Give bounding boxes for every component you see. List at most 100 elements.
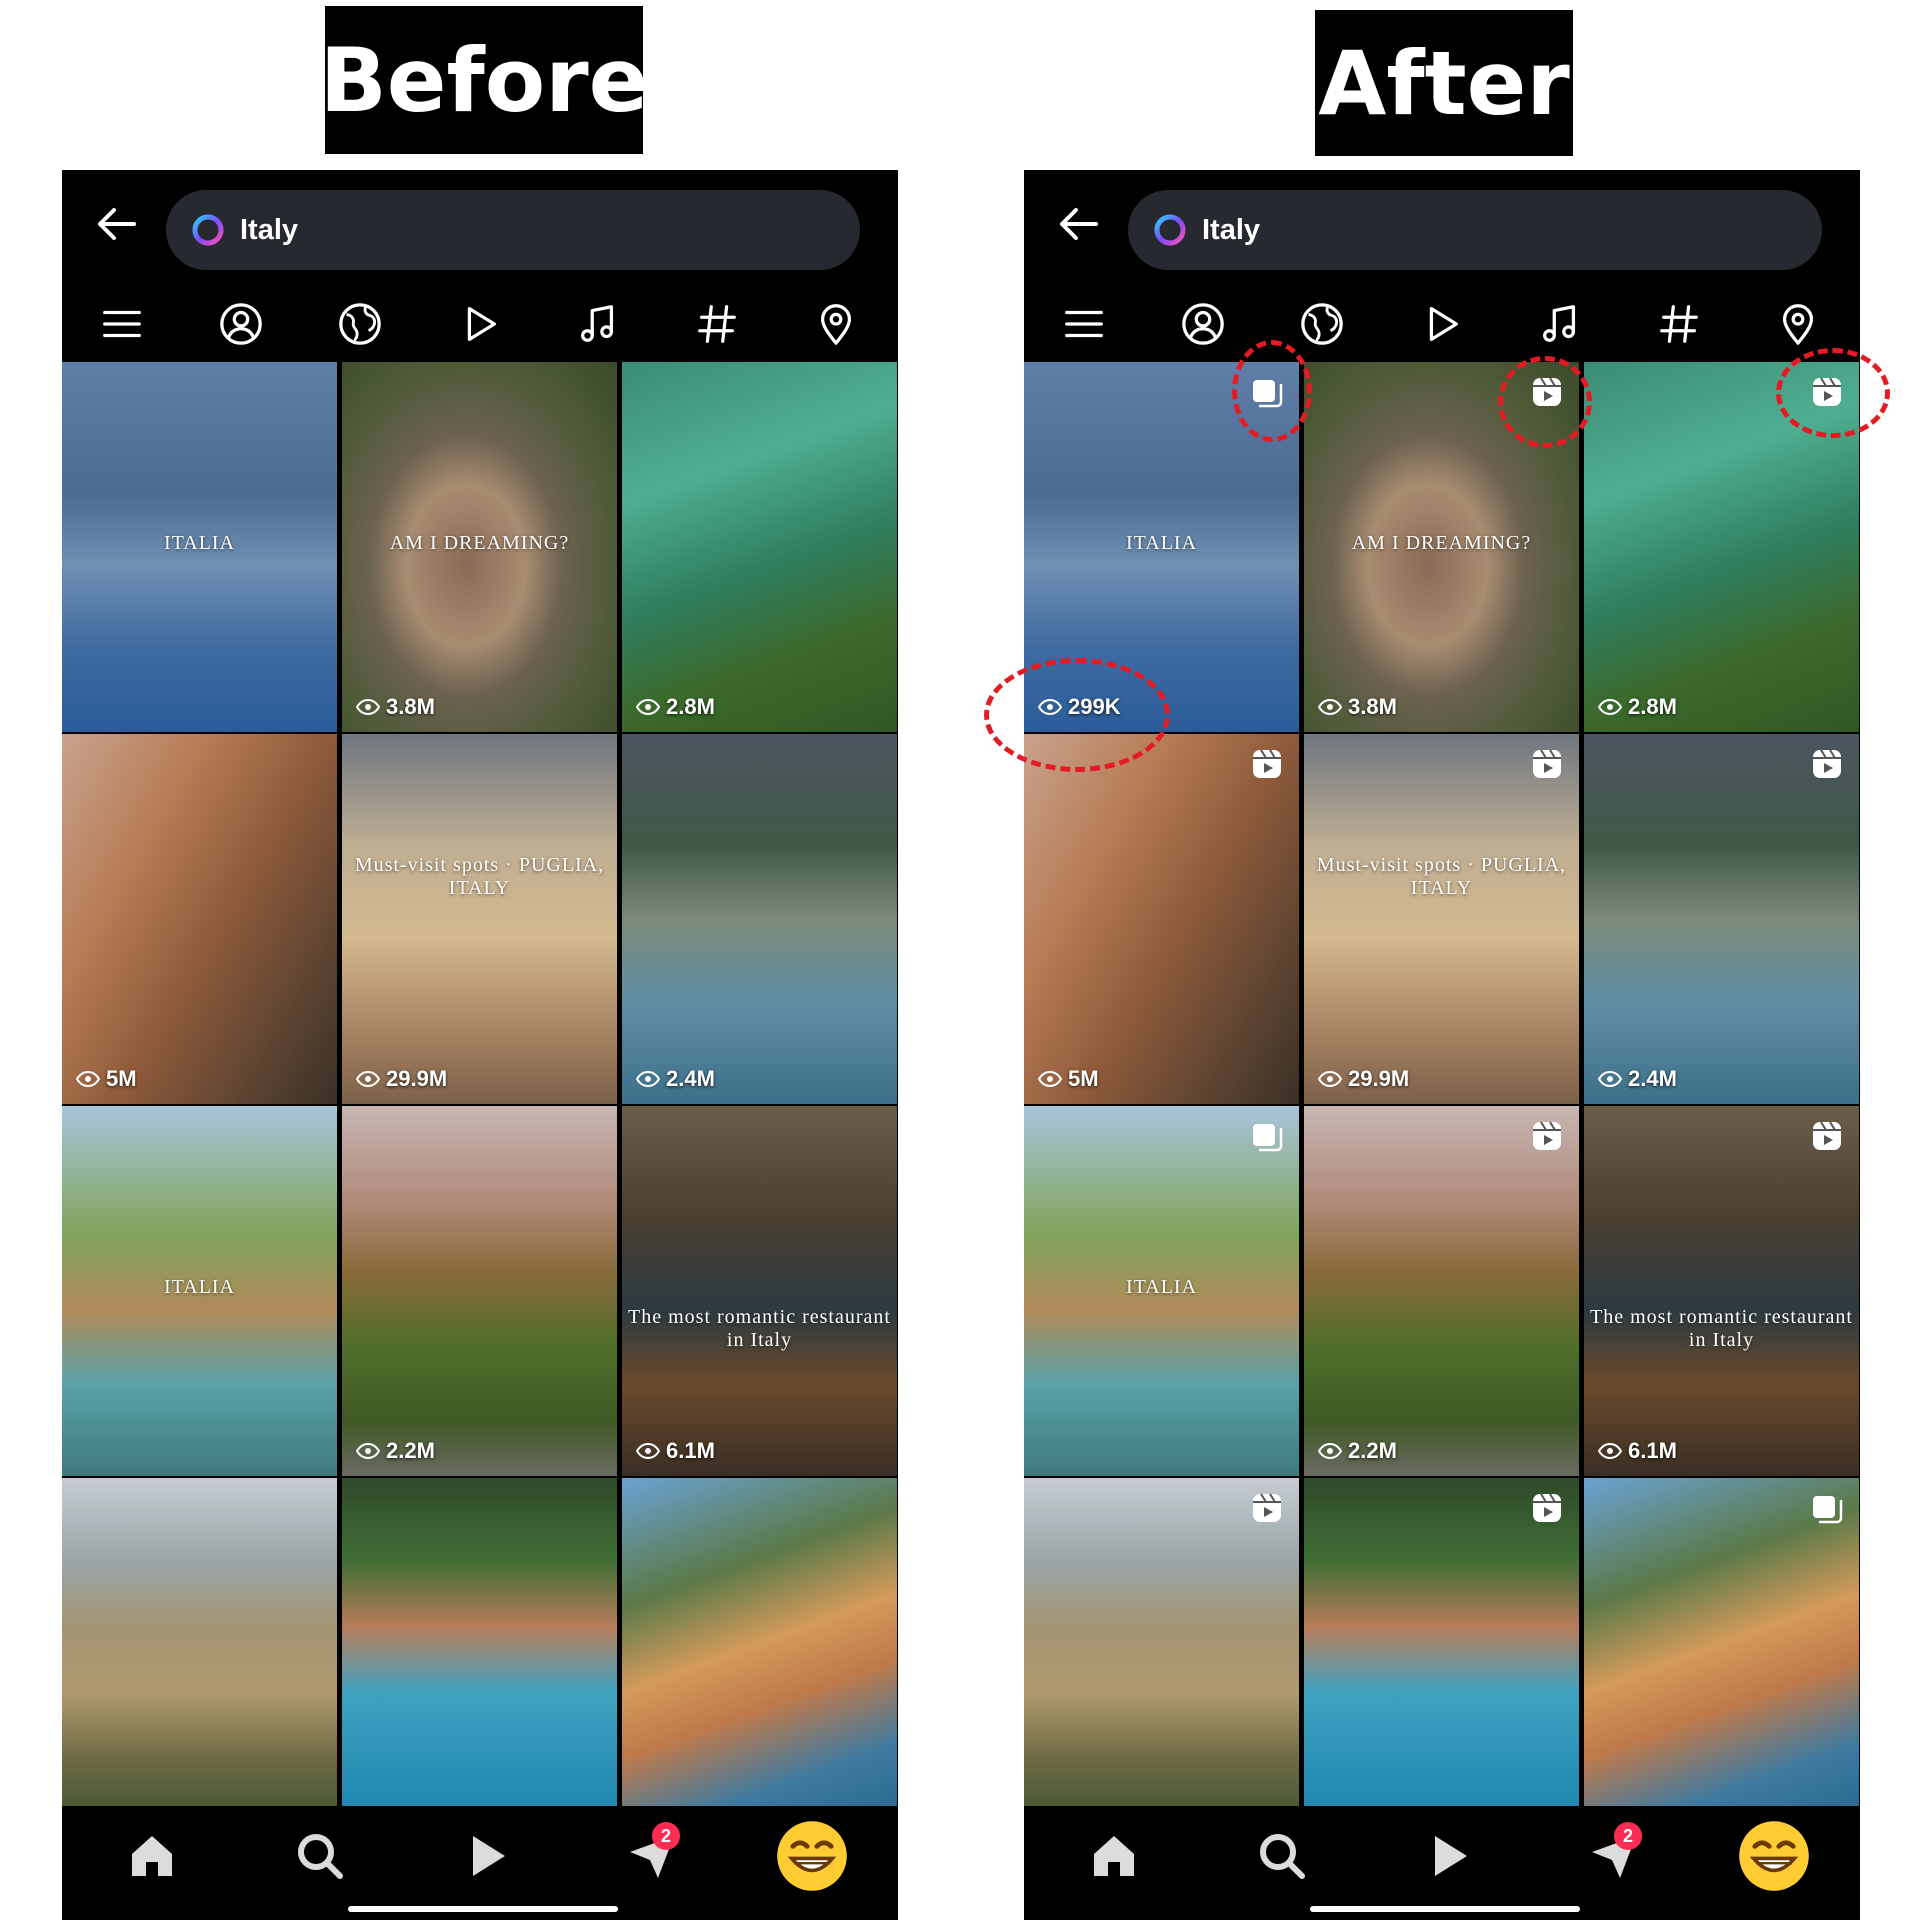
view-count-label: 29.9M — [1348, 1066, 1410, 1091]
tab-account[interactable] — [1143, 278, 1262, 370]
nav-reels[interactable] — [457, 1826, 517, 1886]
grid-tile[interactable]: 2.4M — [622, 734, 897, 1104]
tab-globe[interactable] — [300, 278, 419, 370]
location-icon — [820, 304, 851, 345]
grid-tile[interactable]: ITALIA — [62, 362, 337, 732]
eye-icon — [356, 699, 380, 715]
view-count-label: 2.2M — [386, 1438, 435, 1463]
location-icon — [1782, 304, 1813, 345]
search-query: Italy — [1202, 214, 1261, 246]
search-input[interactable]: Italy — [166, 190, 860, 270]
search-query: Italy — [240, 214, 299, 246]
view-count: 2.8M — [636, 694, 715, 720]
eye-icon — [76, 1071, 100, 1087]
view-count: 29.9M — [1318, 1066, 1409, 1092]
tab-hashtag[interactable] — [1619, 278, 1738, 370]
tab-reels-play[interactable] — [419, 278, 538, 370]
search-input[interactable]: Italy — [1128, 190, 1822, 270]
eye-icon — [1038, 1071, 1062, 1087]
tile-overlay-text: ITALIA — [163, 1276, 236, 1298]
eye-icon — [356, 1443, 380, 1459]
music-icon — [580, 305, 613, 342]
avatar — [777, 1821, 847, 1891]
grid-tile[interactable]: 2.2M — [1304, 1106, 1579, 1476]
tab-music[interactable] — [538, 278, 657, 370]
nav-avatar[interactable] — [776, 1820, 848, 1892]
eye-icon — [1598, 1071, 1622, 1087]
home-indicator — [1310, 1906, 1580, 1912]
grid-tile[interactable] — [1304, 1478, 1579, 1808]
nav-home[interactable] — [1084, 1826, 1144, 1886]
nav-reels[interactable] — [1419, 1826, 1479, 1886]
account-icon — [219, 303, 262, 345]
nav-home[interactable] — [122, 1826, 182, 1886]
messages-badge: 2 — [652, 1822, 680, 1850]
tab-location[interactable] — [776, 278, 895, 370]
highlight-circle-reel-2 — [1776, 348, 1890, 438]
reel-icon — [1533, 749, 1561, 778]
tab-menu[interactable] — [62, 278, 181, 370]
grid-tile[interactable] — [1584, 1478, 1859, 1808]
eye-icon — [636, 699, 660, 715]
tab-music[interactable] — [1500, 278, 1619, 370]
view-count: 6.1M — [1598, 1438, 1677, 1464]
grid-tile[interactable]: AM I DREAMING?3.8M — [342, 362, 617, 732]
back-arrow-icon — [1060, 208, 1098, 240]
tab-hashtag[interactable] — [657, 278, 776, 370]
tab-account[interactable] — [181, 278, 300, 370]
grid-tile[interactable]: ITALIA — [62, 1106, 337, 1476]
eye-icon — [636, 1071, 660, 1087]
grid-tile[interactable]: 2.2M — [342, 1106, 617, 1476]
grid-tile[interactable]: 5M — [1024, 734, 1299, 1104]
grid-tile[interactable] — [1024, 1478, 1299, 1808]
nav-search[interactable] — [290, 1826, 350, 1886]
view-count: 5M — [76, 1066, 137, 1092]
grid-tile[interactable]: The most romantic restaurant in Italy 6.1… — [1584, 1106, 1859, 1476]
tab-location[interactable] — [1738, 278, 1857, 370]
top-bar: Italy — [62, 170, 898, 278]
tab-globe[interactable] — [1262, 278, 1381, 370]
tab-reels-play[interactable] — [1381, 278, 1500, 370]
view-count-label: 6.1M — [1628, 1438, 1677, 1463]
view-count-label: 3.8M — [1348, 694, 1397, 719]
view-count-label: 3.8M — [386, 694, 435, 719]
grid-tile[interactable]: ITALIA — [1024, 1106, 1299, 1476]
tile-overlay-text: ITALIA — [1125, 532, 1198, 554]
grid-tile[interactable]: 2.8M — [622, 362, 897, 732]
tile-overlay-text: The most romantic restaurant in Italy — [628, 1306, 891, 1351]
carousel-icon — [1813, 1496, 1843, 1524]
grid-tile[interactable]: 2.4M — [1584, 734, 1859, 1104]
view-count-label: 2.4M — [1628, 1066, 1677, 1091]
menu-icon — [102, 310, 141, 338]
eye-icon — [1318, 1443, 1342, 1459]
reels-play-icon — [467, 307, 496, 341]
view-count: 2.2M — [356, 1438, 435, 1464]
nav-search[interactable] — [1252, 1826, 1312, 1886]
grid-tile[interactable] — [342, 1478, 617, 1808]
grid-tile[interactable] — [622, 1478, 897, 1808]
reel-icon — [1253, 749, 1281, 778]
hashtag-icon — [697, 305, 736, 343]
avatar — [1739, 1821, 1809, 1891]
tile-overlay-text: The most romantic restaurant in Italy — [1590, 1306, 1853, 1351]
eye-icon — [1318, 699, 1342, 715]
reel-icon — [1533, 1121, 1561, 1150]
grid-tile[interactable] — [62, 1478, 337, 1808]
back-button[interactable] — [1052, 198, 1104, 250]
reel-icon — [1533, 1493, 1561, 1522]
grid-tile[interactable]: 5M — [62, 734, 337, 1104]
reel-icon — [1253, 1493, 1281, 1522]
nav-avatar[interactable] — [1738, 1820, 1810, 1892]
eye-icon — [356, 1071, 380, 1087]
back-button[interactable] — [90, 198, 142, 250]
tab-menu[interactable] — [1024, 278, 1143, 370]
music-icon — [1542, 305, 1575, 342]
tile-overlay-text: ITALIA — [1125, 1276, 1198, 1298]
